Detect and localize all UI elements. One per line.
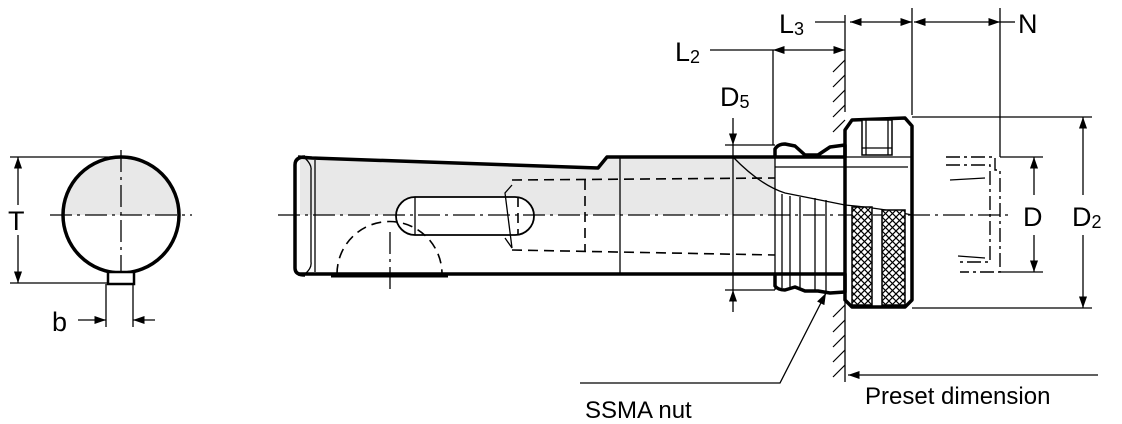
N-label: N bbox=[1018, 9, 1038, 39]
ssma-nut-bottom bbox=[773, 272, 847, 295]
flat-arc bbox=[336, 220, 443, 275]
socket-screw bbox=[861, 119, 893, 156]
T-label: T bbox=[8, 206, 25, 236]
D5-label: D5 bbox=[720, 82, 750, 112]
knurl-band-1 bbox=[851, 206, 873, 306]
D-label: D bbox=[1023, 202, 1043, 232]
clamp-nut bbox=[843, 116, 914, 309]
bore-top bbox=[511, 177, 776, 181]
preset-dimension-label: Preset dimension bbox=[865, 383, 1050, 410]
D2-label: D2 bbox=[1072, 202, 1102, 232]
shank bbox=[293, 155, 776, 290]
end-view: T b bbox=[8, 150, 192, 337]
shank-end bbox=[293, 155, 306, 277]
callouts: SSMA nut Preset dimension bbox=[580, 292, 1098, 424]
nut-assembly bbox=[732, 116, 914, 309]
L3-label: L3 bbox=[779, 9, 804, 39]
dimensions: L3 N L2 D5 D D2 bbox=[675, 8, 1102, 312]
collet-outline bbox=[946, 156, 1001, 273]
bore-bottom bbox=[511, 249, 776, 256]
L2-label: L2 bbox=[675, 37, 700, 67]
knurl-band-2 bbox=[881, 209, 906, 306]
key bbox=[106, 270, 136, 286]
ssma-nut-top bbox=[773, 142, 847, 159]
ssma-nut-label: SSMA nut bbox=[585, 397, 692, 424]
ssma-nut-leader bbox=[580, 292, 827, 384]
reference-wall bbox=[832, 15, 846, 382]
key-slot bbox=[395, 196, 535, 236]
b-label: b bbox=[52, 307, 67, 337]
